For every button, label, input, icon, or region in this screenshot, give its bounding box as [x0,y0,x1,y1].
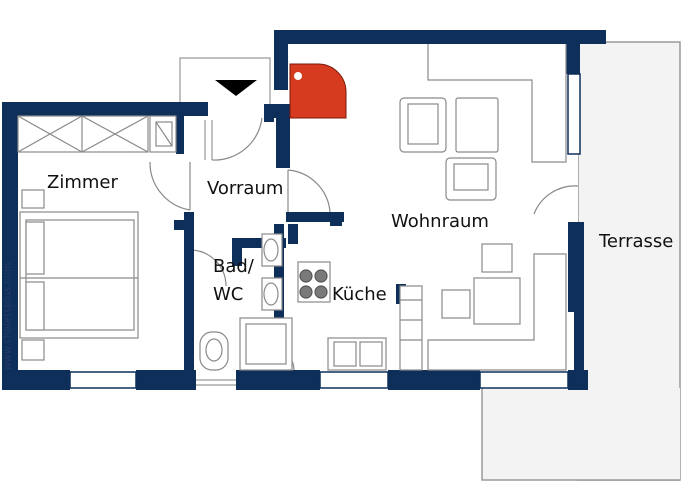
room-label-wc: WC [213,284,244,305]
room-label-terrasse: Terrasse [599,231,674,252]
living-furniture [399,44,567,371]
room-label-kueche: Küche [332,284,387,305]
chimney-openings [294,54,302,80]
entrance-arrow [215,80,257,96]
windows [69,73,581,389]
room-label-bad: Bad/ [213,256,254,277]
room-label-zimmer: Zimmer [47,172,118,193]
kitchen-furniture [297,261,423,371]
stove-corner [289,63,347,119]
wardrobe [17,115,177,153]
watermark: www.chaletsplus.com [2,262,14,371]
terrace [481,41,681,481]
room-label-wohnraum: Wohnraum [391,211,489,232]
double-bed [19,189,139,361]
bathroom-fixtures [199,233,293,371]
room-label-vorraum: Vorraum [207,178,284,199]
